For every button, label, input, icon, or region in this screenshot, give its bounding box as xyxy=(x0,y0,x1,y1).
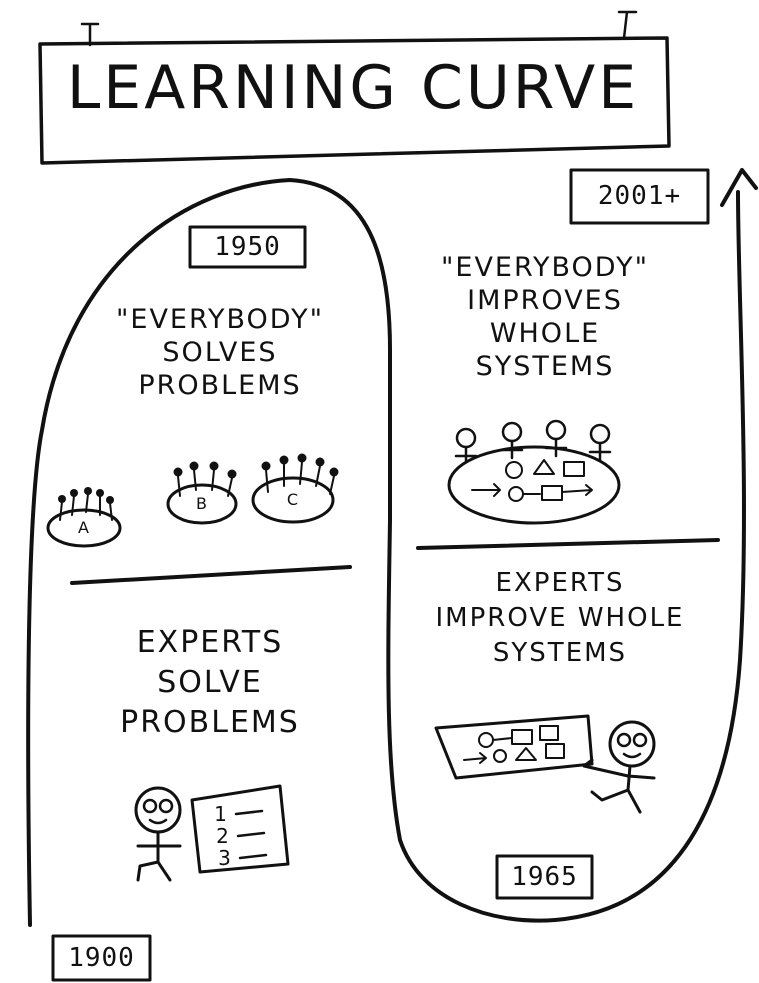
year-1950-label: 1950 xyxy=(214,232,281,262)
text-line: IMPROVES xyxy=(467,285,623,316)
expert-system-icon xyxy=(434,714,656,814)
text-line: SYSTEMS xyxy=(475,351,615,382)
experts-improve-systems-text: EXPERTS IMPROVE WHOLE SYSTEMS xyxy=(395,570,725,672)
text-line: SOLVES xyxy=(162,337,278,368)
checklist-item-2: 2 xyxy=(216,824,230,848)
page-title: LEARNING CURVE xyxy=(66,53,640,123)
text-line: SYSTEMS xyxy=(492,638,628,668)
right-divider xyxy=(416,538,720,550)
title-frame xyxy=(38,10,671,165)
everybody-improves-systems-text: "EVERYBODY" IMPROVES WHOLE SYSTEMS xyxy=(400,254,690,386)
checklist-item-3: 3 xyxy=(218,846,232,870)
text-line: EXPERTS xyxy=(136,625,284,660)
team-around-system-icon xyxy=(447,419,621,525)
year-1900-label: 1900 xyxy=(68,943,135,973)
left-divider xyxy=(70,565,352,585)
year-1965-box xyxy=(495,854,594,900)
checklist-item-1: 1 xyxy=(214,802,228,826)
year-1965-label: 1965 xyxy=(511,862,578,892)
learning-curve-line xyxy=(26,178,746,927)
text-line: WHOLE xyxy=(489,318,601,349)
text-line: SOLVE xyxy=(157,665,263,700)
year-1900-box xyxy=(51,934,152,982)
team-b-label: B xyxy=(196,494,208,513)
text-line: PROBLEMS xyxy=(120,705,300,740)
text-line: "EVERYBODY" xyxy=(440,252,650,283)
year-2001-label: 2001+ xyxy=(597,181,682,211)
team-a xyxy=(46,487,122,548)
curve-arrow-head xyxy=(720,168,758,207)
experts-solve-problems-text: EXPERTS SOLVE PROBLEMS xyxy=(60,628,360,744)
everybody-solves-problems-text: "EVERYBODY" SOLVES PROBLEMS xyxy=(70,306,370,405)
team-c-label: C xyxy=(286,490,300,509)
text-line: "EVERYBODY" xyxy=(115,304,325,335)
text-line: IMPROVE WHOLE xyxy=(435,603,685,633)
year-1950-box xyxy=(188,225,307,269)
text-line: EXPERTS xyxy=(495,568,625,598)
team-c xyxy=(251,453,339,524)
team-b xyxy=(166,461,238,525)
expert-checklist-icon xyxy=(134,784,290,882)
team-a-label: A xyxy=(78,518,90,537)
year-2001-box xyxy=(569,168,710,225)
text-line: PROBLEMS xyxy=(138,370,302,401)
